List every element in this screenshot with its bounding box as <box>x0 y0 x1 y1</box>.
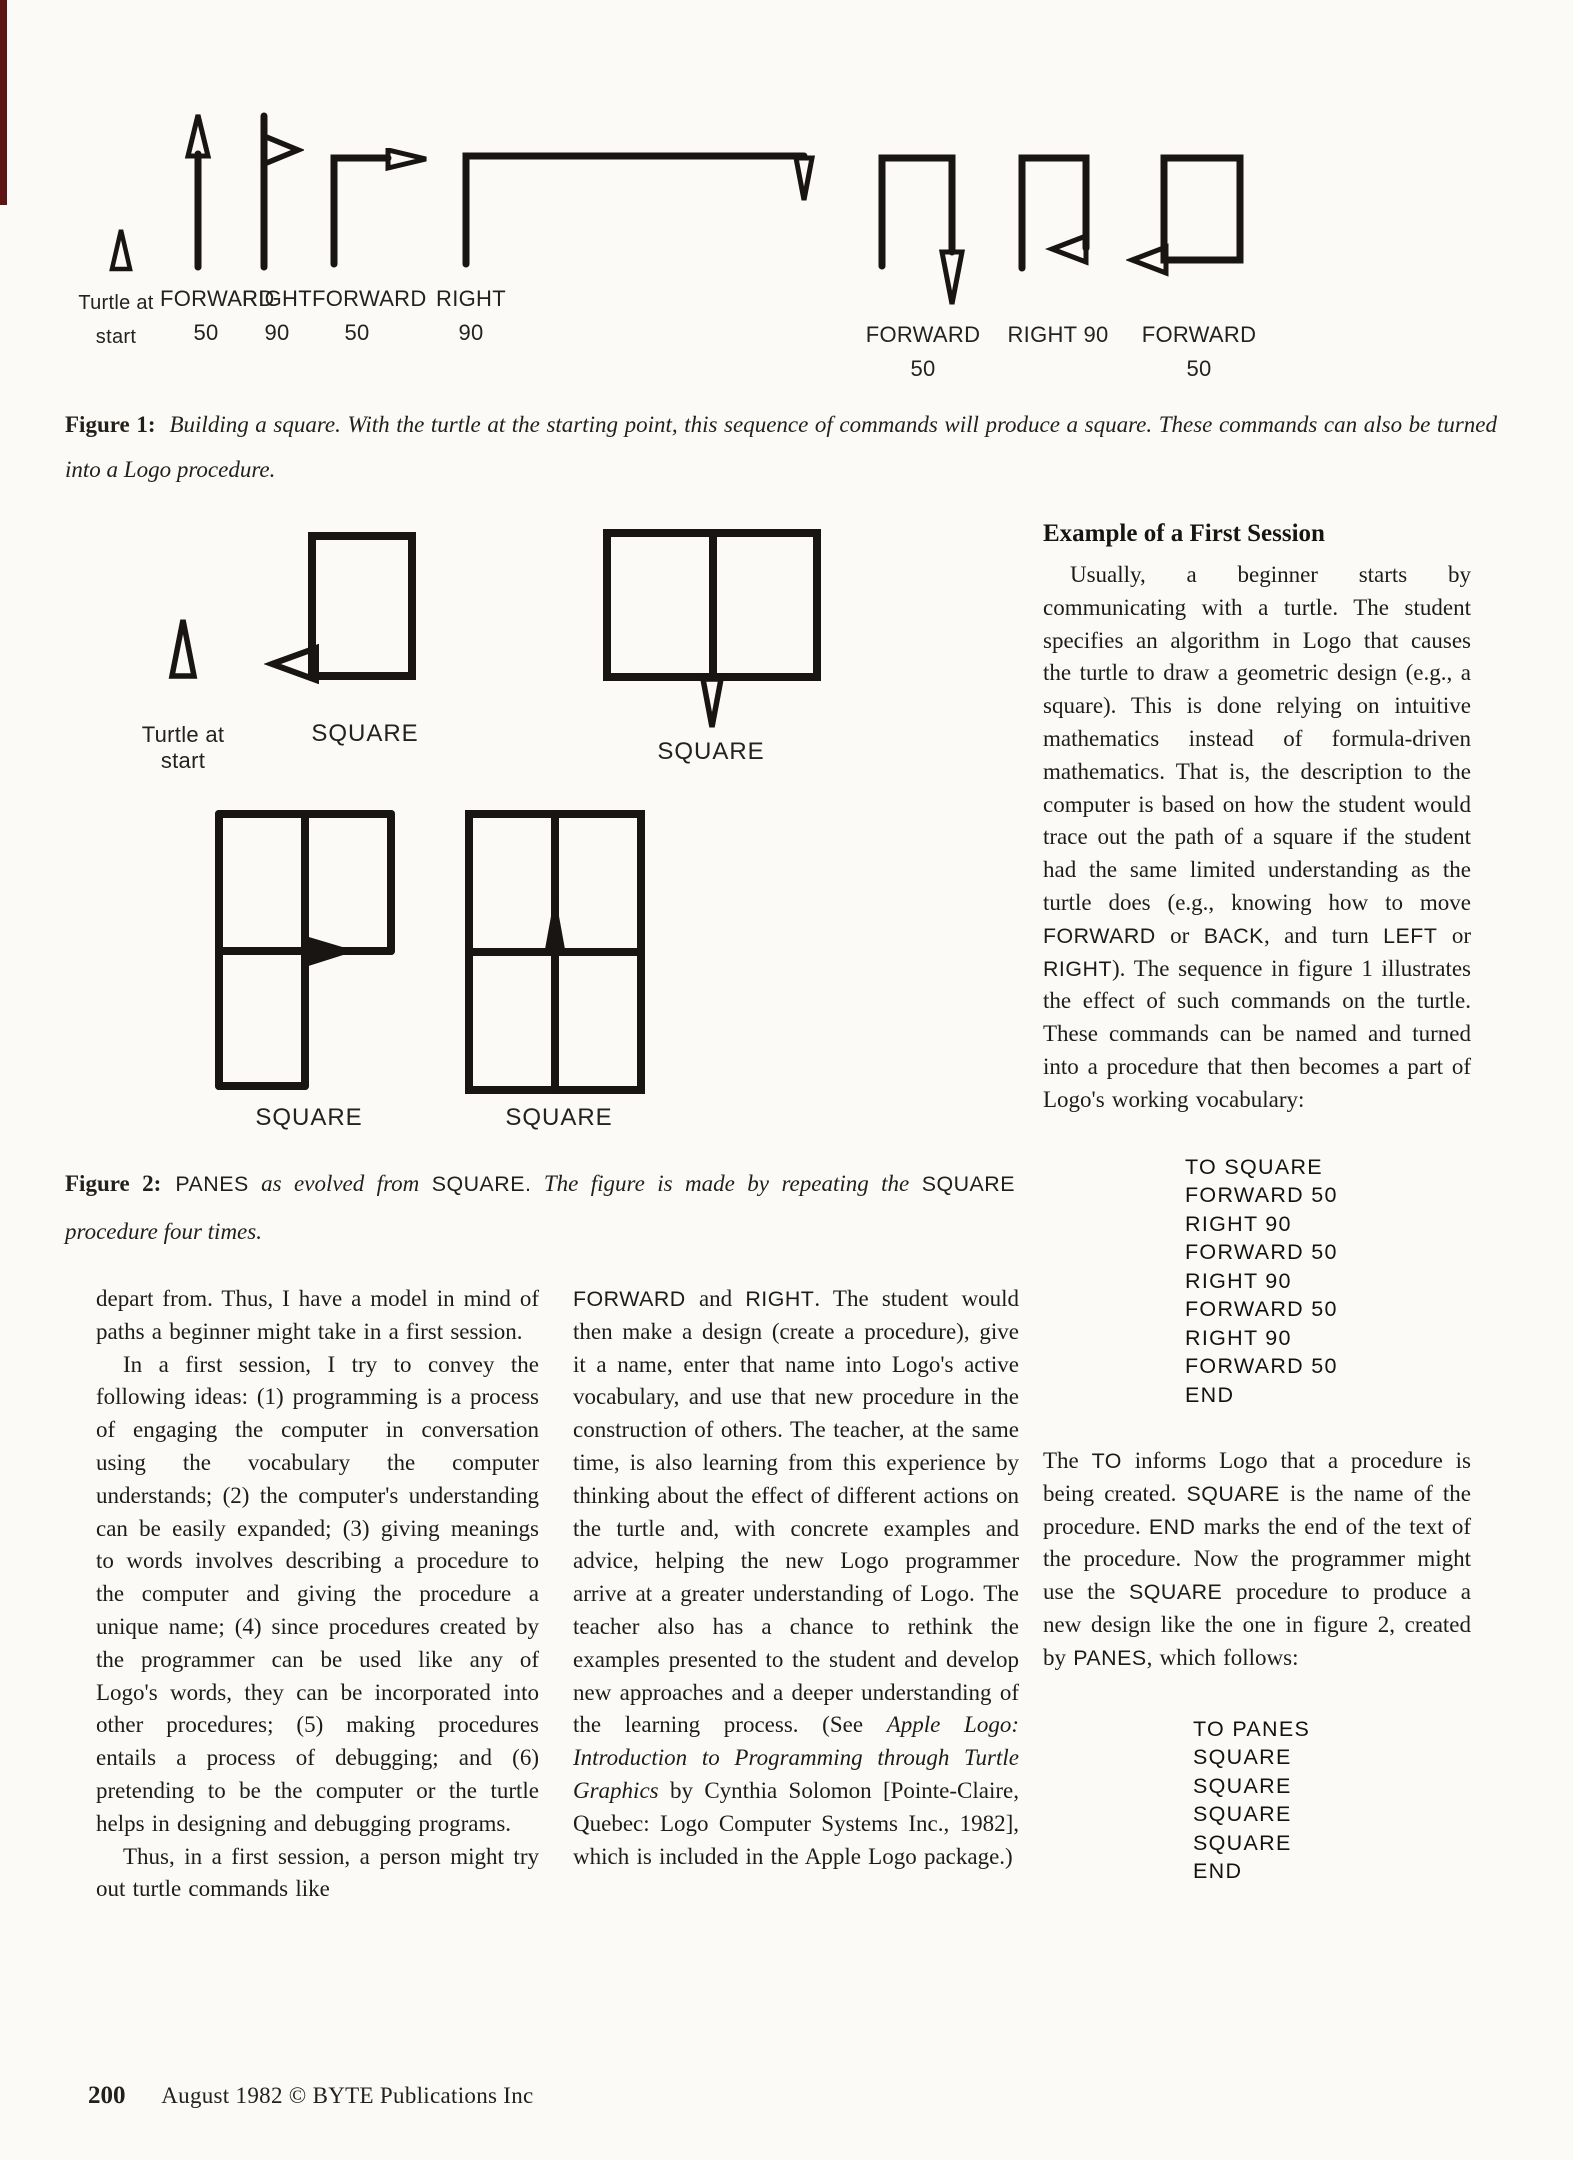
code-line: END <box>1185 1382 1235 1407</box>
section-heading: Example of a First Session <box>1043 520 1325 547</box>
turtle-at-start-icon <box>168 619 198 679</box>
middle-column: FORWARD and RIGHT. The student would the… <box>573 1283 1019 1873</box>
corner-down-arrow-icon <box>462 152 816 268</box>
three-sides-left-arrow-icon <box>1018 154 1090 272</box>
page-number: 200 <box>88 2082 126 2109</box>
code-line: END <box>1193 1859 1243 1884</box>
figure2-turtle-label: Turtle at start <box>141 722 225 773</box>
code-line: FORWARD 50 <box>1185 1183 1338 1208</box>
code-line: SQUARE <box>1193 1745 1292 1770</box>
figure2-square-label: SQUARE <box>505 1104 613 1131</box>
forward-up-arrow-icon <box>184 114 212 271</box>
figure1-step-label: RIGHT 90 <box>1007 322 1109 347</box>
code-line: TO SQUARE <box>1185 1154 1323 1179</box>
code-line: FORWARD 50 <box>1185 1297 1338 1322</box>
figure1-caption-text: Building a square. With the turtle at th… <box>65 412 1497 482</box>
two-panes-turtle-down-icon <box>603 529 821 728</box>
three-sides-down-arrow-icon <box>878 154 966 305</box>
code-line: SQUARE <box>1193 1802 1292 1827</box>
scan-artifact <box>0 0 7 205</box>
logo-code-square: TO SQUARE FORWARD 50 RIGHT 90 FORWARD 50 RIG… <box>1185 1153 1471 1410</box>
figure1-step-label: RIGHT 90 <box>242 286 312 345</box>
figure1-step-label: FORWARD 50 <box>312 286 427 345</box>
figure1-step-label: RIGHT 90 <box>436 286 506 345</box>
body-paragraph: depart from. Thus, I have a model in min… <box>96 1286 539 1344</box>
code-line: SQUARE <box>1193 1830 1292 1855</box>
figure2-caption-label: Figure 2: <box>65 1171 162 1196</box>
figure1-step-label: FORWARD 50 <box>865 322 981 381</box>
footer-text: August 1982 © BYTE Publications Inc <box>161 2083 534 2108</box>
corner-right-arrow-icon <box>330 148 427 268</box>
body-paragraph: FORWARD and RIGHT. The student would the… <box>573 1286 1019 1869</box>
square-left-arrow-icon <box>1126 154 1244 277</box>
figure2-square-label: SQUARE <box>657 738 765 765</box>
page-footer: 200 August 1982 © BYTE Publications Inc <box>88 2082 534 2110</box>
four-panes-turtle-up-icon <box>465 810 645 1094</box>
body-paragraph: Thus, in a first session, a person might… <box>96 1843 539 1902</box>
body-paragraph: Usually, a beginner starts by communicat… <box>1043 562 1471 1112</box>
right-turn-flag-icon <box>260 112 304 271</box>
body-paragraph: The TO informs Logo that a procedure is … <box>1043 1448 1472 1670</box>
figure2-caption-text: PANES as evolved from SQUARE. The figure… <box>65 1171 1015 1244</box>
figure2-caption: Figure 2:PANES as evolved from SQUARE. T… <box>65 1160 1015 1255</box>
figure1-step-label: FORWARD 50 <box>1141 322 1257 381</box>
figure1-caption-label: Figure 1: <box>65 412 156 437</box>
code-line: FORWARD 50 <box>1185 1240 1338 1265</box>
code-line: RIGHT 90 <box>1185 1211 1292 1236</box>
logo-code-panes: TO PANES SQUARE SQUARE SQUARE SQUARE END <box>1193 1715 1471 1886</box>
code-line: SQUARE <box>1193 1773 1292 1798</box>
figure2-square-label: SQUARE <box>311 720 419 747</box>
right-column: Example of a First Session Usually, a be… <box>1043 516 1471 1886</box>
code-line: FORWARD 50 <box>1185 1354 1338 1379</box>
code-line: RIGHT 90 <box>1185 1325 1292 1350</box>
code-line: TO PANES <box>1193 1716 1311 1741</box>
figure1-step-label: Turtle at start <box>78 292 154 348</box>
turtle-at-start-icon <box>109 229 133 272</box>
figure1-caption: Figure 1:Building a square. With the tur… <box>65 402 1497 492</box>
square-with-turtle-icon <box>264 532 416 684</box>
body-paragraph: In a first session, I try to convey the … <box>96 1351 539 1836</box>
figure2-square-label: SQUARE <box>255 1104 363 1131</box>
three-panes-turtle-right-icon <box>215 810 395 1090</box>
code-line: RIGHT 90 <box>1185 1268 1292 1293</box>
left-column: depart from. Thus, I have a model in min… <box>96 1283 539 1906</box>
